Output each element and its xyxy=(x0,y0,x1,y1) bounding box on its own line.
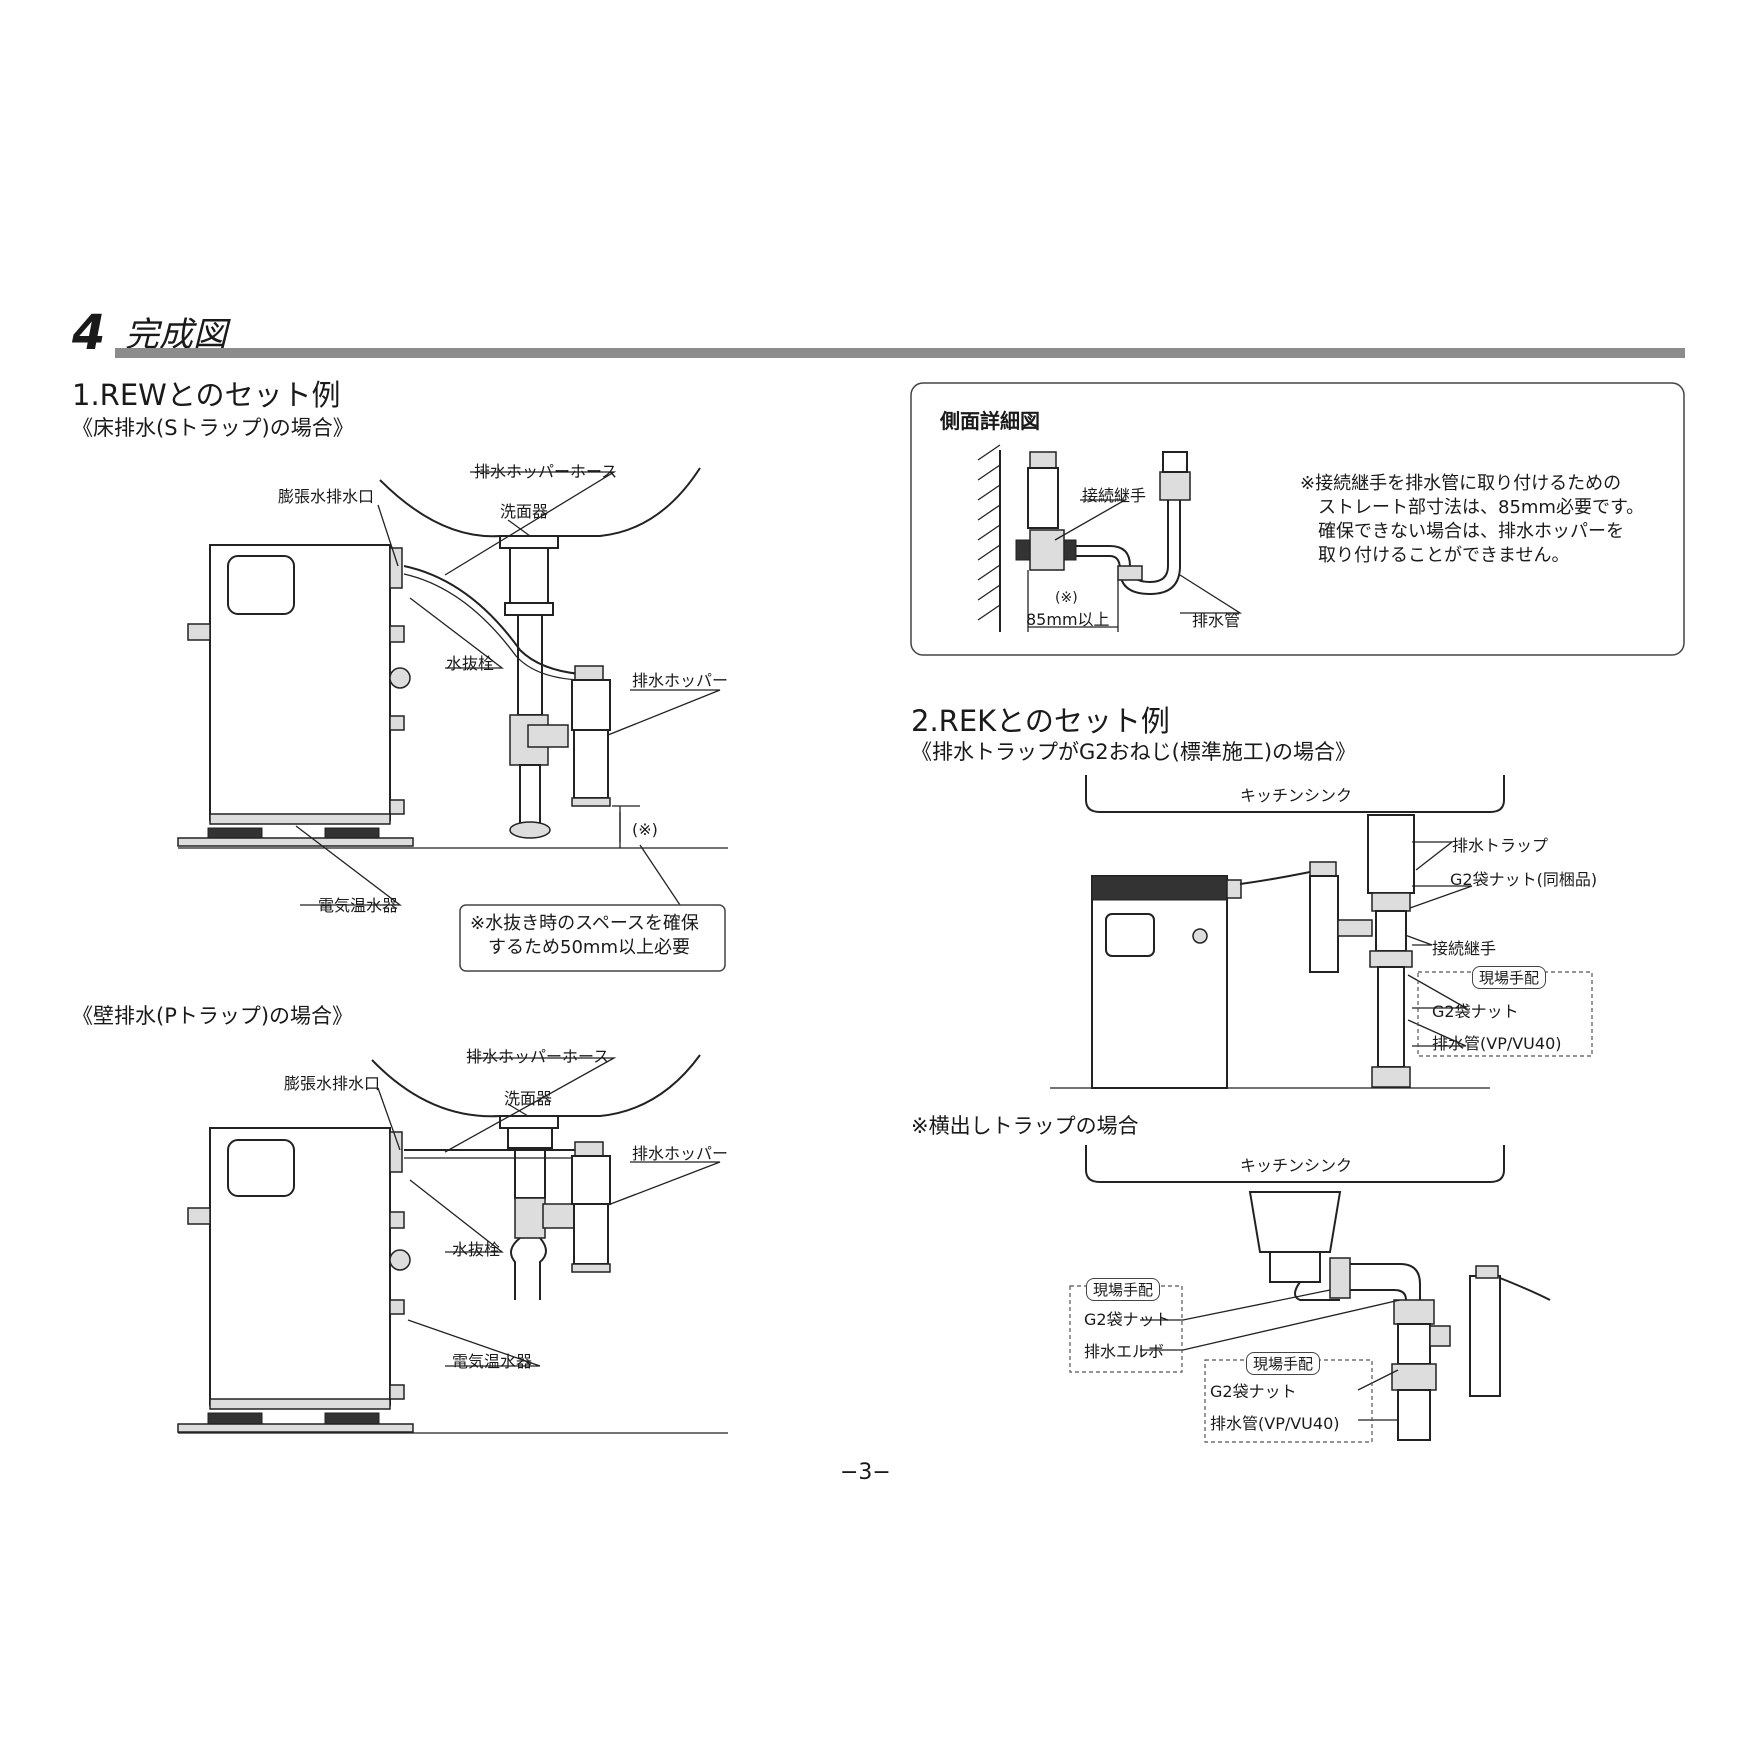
side-detail-title: 側面詳細図 xyxy=(940,409,1040,433)
floor-clearance-mark: (※) xyxy=(632,820,658,839)
rek-g2-nut-left-label: G2袋ナット xyxy=(1084,1310,1171,1329)
rek-trap-label: 排水トラップ xyxy=(1452,836,1549,855)
rek-g2-diagram xyxy=(1050,775,1593,1089)
page-number: −3− xyxy=(840,1460,891,1485)
wall-hopper-hose-label: 排水ホッパーホース xyxy=(466,1047,610,1066)
side-joint-label: 接続継手 xyxy=(1082,486,1147,505)
side-dim-mark: (※) xyxy=(1055,590,1078,606)
section-divider xyxy=(115,348,1685,358)
floor-expansion-outlet-label: 膨張水排水口 xyxy=(278,487,375,506)
wall-washbasin-label: 洗面器 xyxy=(504,1089,553,1108)
floor-note-line1: ※水抜き時のスペースを確保 xyxy=(470,913,699,934)
rek-horizontal-drain-pipe-label: 排水管(VP/VU40) xyxy=(1210,1414,1340,1433)
wall-expansion-outlet-label: 膨張水排水口 xyxy=(284,1074,381,1093)
wall-hopper-label: 排水ホッパー xyxy=(632,1144,729,1163)
floor-hopper-label: 排水ホッパー xyxy=(632,671,729,690)
rek-g2-nut-included-label: G2袋ナット(同梱品) xyxy=(1450,870,1598,889)
wall-heater-label: 電気温水器 xyxy=(452,1352,533,1371)
side-note-line4: 取り付けることができません。 xyxy=(1318,545,1570,566)
rew-wall-subheading: 《壁排水(Pトラップ)の場合》 xyxy=(72,1004,354,1028)
side-drain-pipe-label: 排水管 xyxy=(1192,611,1241,630)
floor-drain-diagram xyxy=(177,467,728,972)
wall-drain-plug-label: 水抜栓 xyxy=(452,1240,501,1259)
floor-note-line2: するため50mm以上必要 xyxy=(488,937,690,958)
section-number: 4 xyxy=(72,305,106,361)
rek-g2-sink-label: キッチンシンク xyxy=(1240,786,1353,805)
floor-washbasin-label: 洗面器 xyxy=(500,502,549,521)
rek-elbow-label: 排水エルボ xyxy=(1084,1342,1165,1361)
floor-drain-plug-label: 水抜栓 xyxy=(446,654,495,673)
rek-field-supply-badge: 現場手配 xyxy=(1472,966,1547,989)
floor-hopper-hose-label: 排水ホッパーホース xyxy=(474,462,618,481)
rek-g2-nut-right-label: G2袋ナット xyxy=(1210,1382,1297,1401)
rek-horizontal-diagram xyxy=(1069,1145,1551,1443)
side-note-line2: ストレート部寸法は、85mm必要です。 xyxy=(1318,497,1645,518)
rek-g2-nut-label: G2袋ナット xyxy=(1432,1002,1519,1021)
side-note-line3: 確保できない場合は、排水ホッパーを xyxy=(1318,521,1624,542)
wall-drain-diagram xyxy=(177,1054,728,1434)
rek-horizontal-sink-label: キッチンシンク xyxy=(1240,1156,1353,1175)
side-note-line1: ※接続継手を排水管に取り付けるための xyxy=(1300,473,1622,494)
rek-field-supply-left-badge: 現場手配 xyxy=(1086,1278,1161,1301)
side-dim-label: 85mm以上 xyxy=(1026,610,1110,629)
rek-horizontal-subheading: ※横出しトラップの場合 xyxy=(911,1114,1139,1138)
side-detail-diagram xyxy=(910,382,1685,656)
rew-floor-subheading: 《床排水(Sトラップ)の場合》 xyxy=(72,416,354,440)
rek-field-supply-right-badge: 現場手配 xyxy=(1246,1352,1321,1375)
rek-drain-pipe-label: 排水管(VP/VU40) xyxy=(1432,1034,1562,1053)
rek-heading: 2.REKとのセット例 xyxy=(911,704,1170,738)
rek-g2-subheading: 《排水トラップがG2おねじ(標準施工)の場合》 xyxy=(911,740,1357,764)
rew-heading: 1.REWとのセット例 xyxy=(72,378,341,412)
floor-heater-label: 電気温水器 xyxy=(318,896,399,915)
rek-joint-label: 接続継手 xyxy=(1432,939,1497,958)
